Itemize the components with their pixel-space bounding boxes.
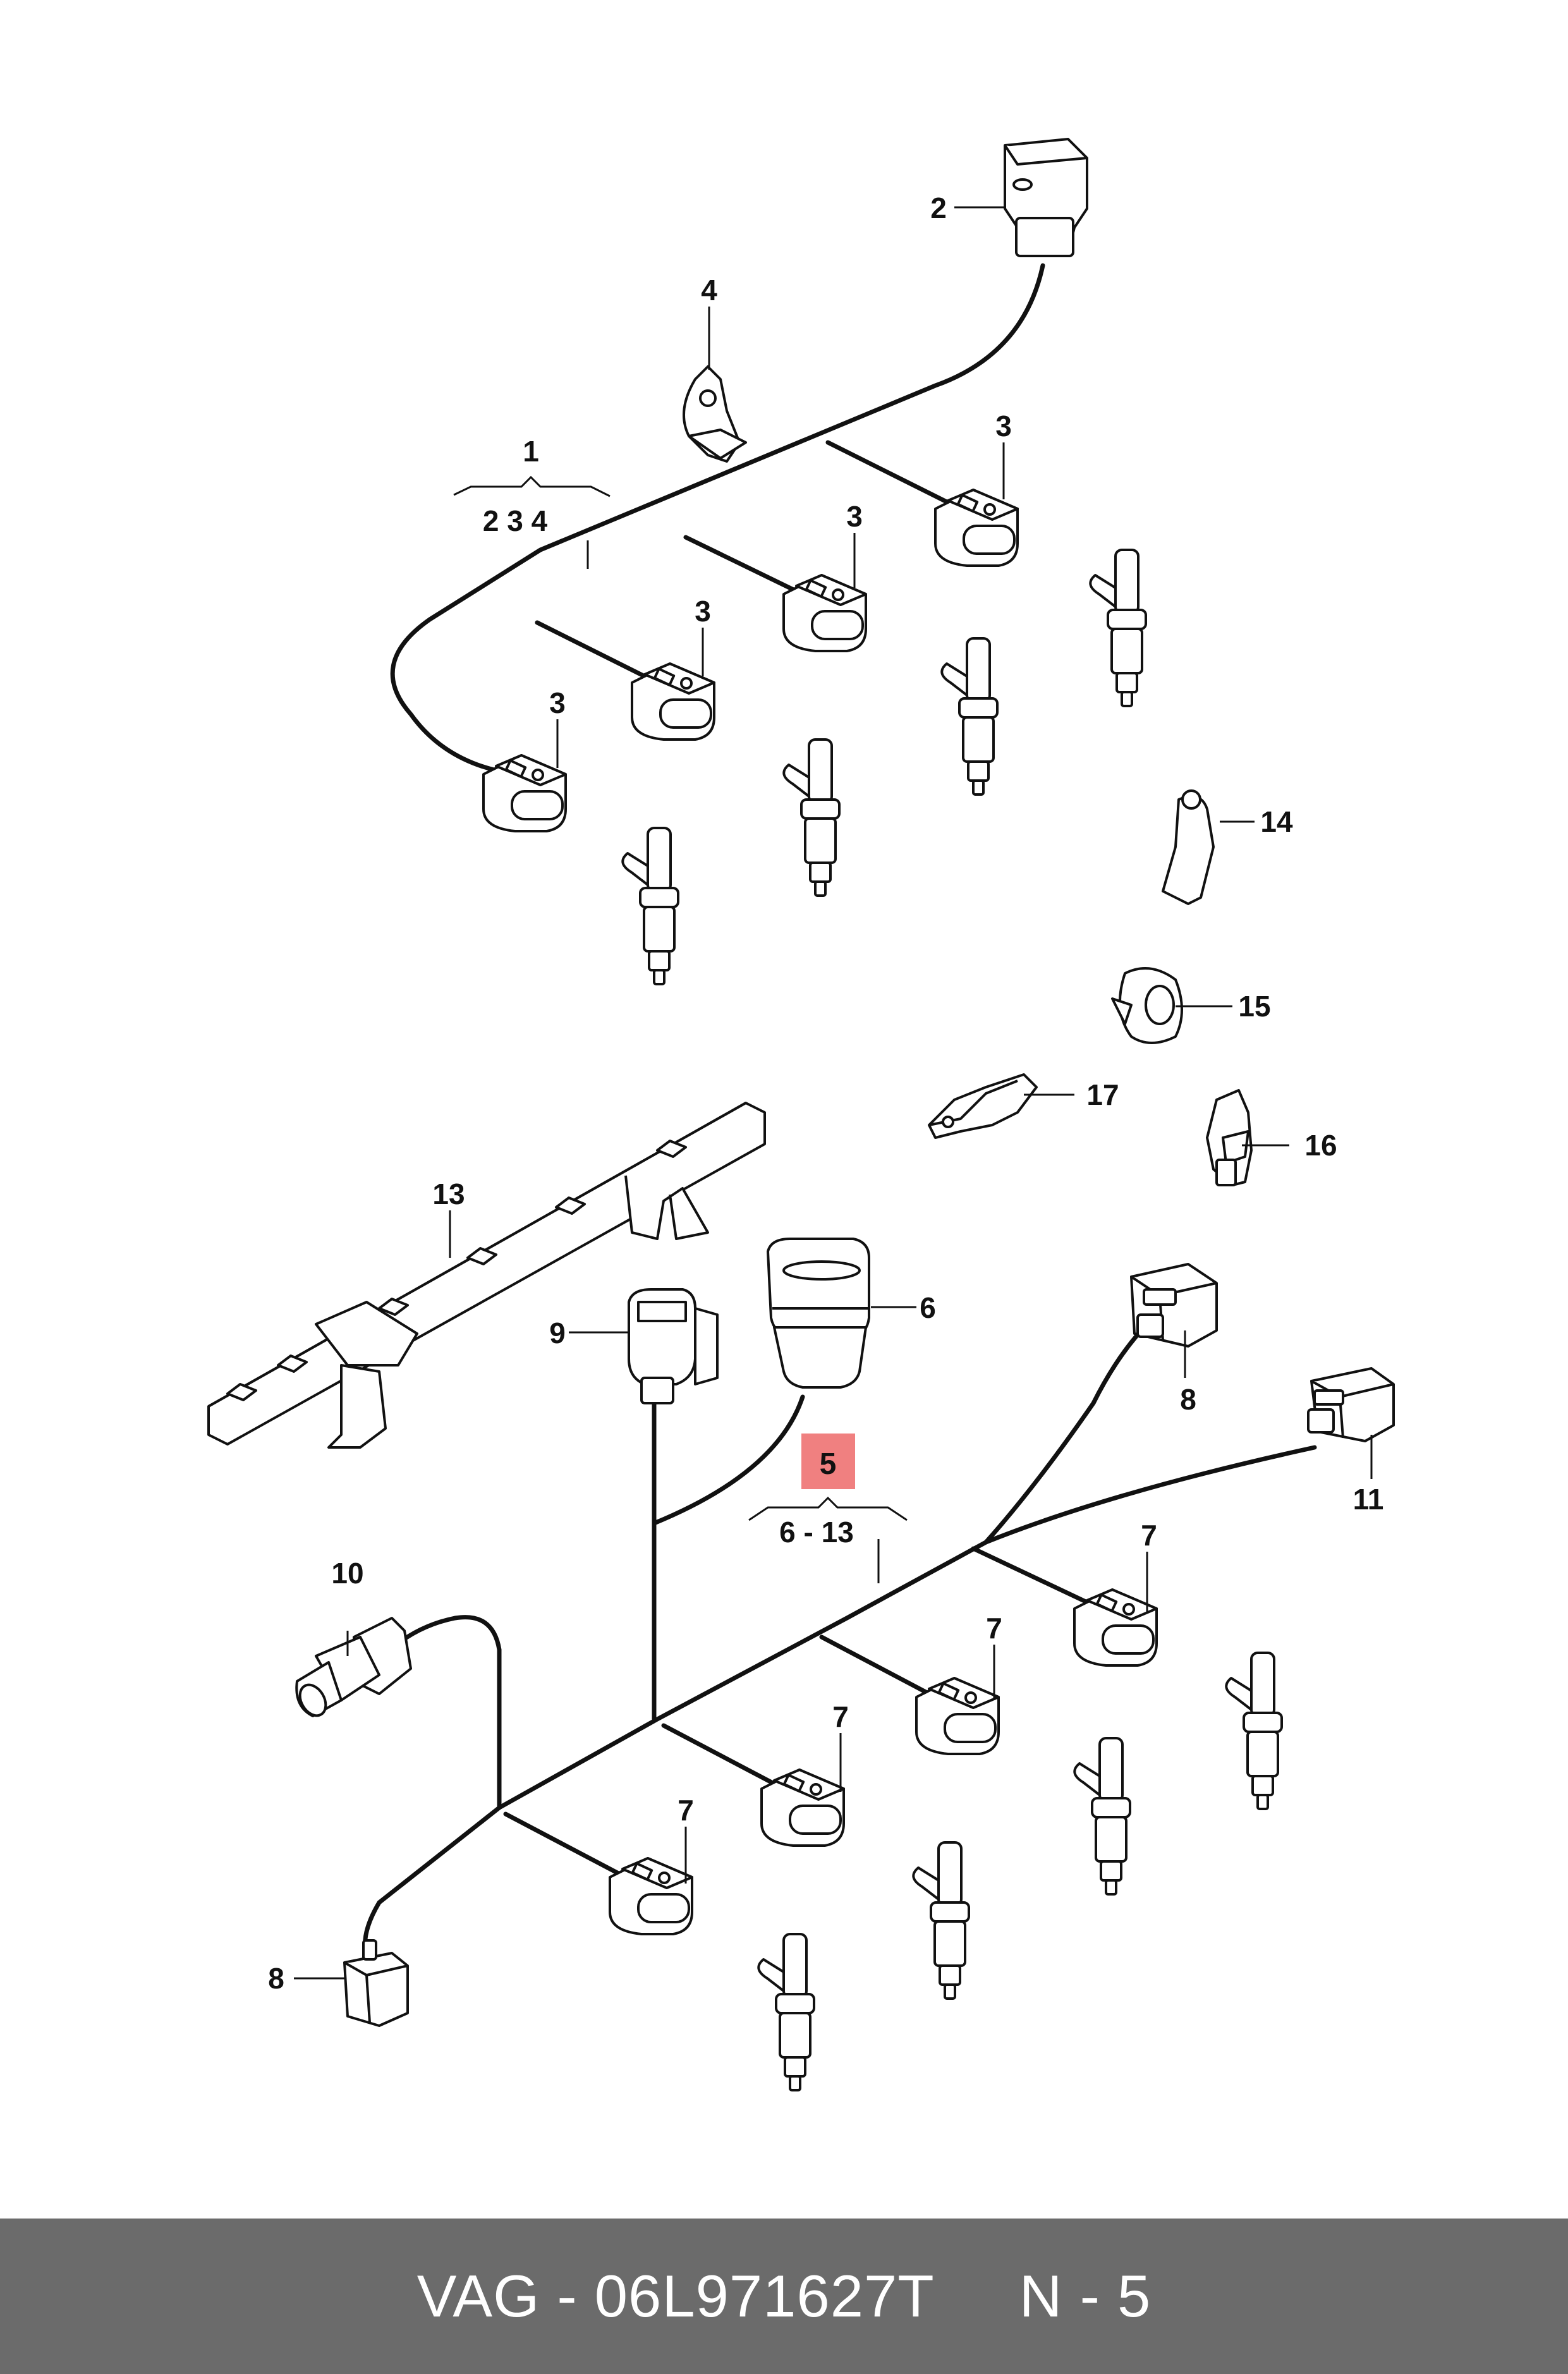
clip-4 — [683, 365, 747, 463]
callout-7-c: 7 — [986, 1612, 1002, 1645]
highlight-callout-5 — [801, 1434, 855, 1489]
callout-3-c: 3 — [846, 500, 863, 533]
callout-10: 10 — [331, 1557, 363, 1590]
callout-13: 13 — [432, 1178, 465, 1210]
callout-15: 15 — [1238, 990, 1270, 1023]
injector-upper-2 — [782, 738, 841, 897]
connector-7-c — [915, 1677, 1000, 1755]
sensor-10 — [295, 1617, 412, 1717]
injector-upper-3 — [940, 637, 999, 796]
clip-16 — [1206, 1089, 1253, 1186]
clip-17 — [928, 1073, 1038, 1139]
callout-1: 1 — [523, 435, 539, 468]
part-number-label: VAG - 06L971627T N - 5 — [416, 2263, 1152, 2329]
grommet-15 — [1111, 967, 1183, 1044]
injector-upper-1 — [621, 827, 679, 985]
callout-7-d: 7 — [1141, 1519, 1157, 1552]
injector-lower-4 — [1225, 1652, 1283, 1810]
callout-2: 2 — [930, 192, 947, 224]
callout-17: 17 — [1086, 1078, 1119, 1111]
harness-lower — [295, 1238, 1395, 2091]
connector-7-b — [760, 1768, 845, 1847]
callout-3-a: 3 — [549, 686, 566, 719]
connector-7-a — [609, 1857, 693, 1935]
rail-13 — [207, 1102, 766, 1449]
leader-lines — [294, 206, 1373, 1980]
callout-8-lower: 8 — [268, 1962, 284, 1995]
bracket-14 — [1162, 789, 1215, 905]
callout-5-range: 6 - 13 — [779, 1516, 854, 1549]
callout-6: 6 — [920, 1291, 936, 1324]
injector-lower-3 — [1073, 1737, 1131, 1896]
callout-7-b: 7 — [832, 1700, 849, 1733]
connector-2 — [1004, 138, 1088, 257]
connector-11 — [1307, 1367, 1395, 1442]
footer-bar: VAG - 06L971627T N - 5 — [0, 2219, 1568, 2374]
callout-11: 11 — [1353, 1483, 1384, 1516]
callouts: 1 2 3 4 2 4 3 3 3 3 14 15 17 16 13 6 9 8… — [268, 192, 1383, 1995]
injector-lower-1 — [757, 1933, 815, 2091]
connector-3-a — [482, 754, 567, 832]
connector-3-d — [934, 489, 1019, 567]
callout-3-d: 3 — [995, 410, 1012, 442]
parts-diagram: 1 2 3 4 2 4 3 3 3 3 14 15 17 16 13 6 9 8… — [207, 138, 1395, 2091]
connector-6 — [767, 1238, 870, 1389]
callout-3-b: 3 — [695, 595, 711, 628]
callout-8-upper: 8 — [1180, 1383, 1196, 1416]
connector-8-upper — [1130, 1263, 1218, 1348]
connector-7-d — [1073, 1588, 1158, 1667]
callout-1-range: 2 3 4 — [483, 504, 548, 537]
callout-16: 16 — [1304, 1129, 1337, 1162]
injector-upper-4 — [1089, 549, 1147, 707]
harness-upper — [390, 138, 1147, 985]
connector-9 — [628, 1288, 719, 1404]
connector-8-lower — [343, 1939, 409, 2027]
callout-14: 14 — [1260, 805, 1293, 838]
callout-7-a: 7 — [678, 1794, 694, 1827]
callout-5: 5 — [820, 1447, 837, 1481]
injector-lower-2 — [912, 1841, 970, 2000]
callout-4: 4 — [701, 274, 717, 307]
callout-9: 9 — [549, 1317, 566, 1349]
